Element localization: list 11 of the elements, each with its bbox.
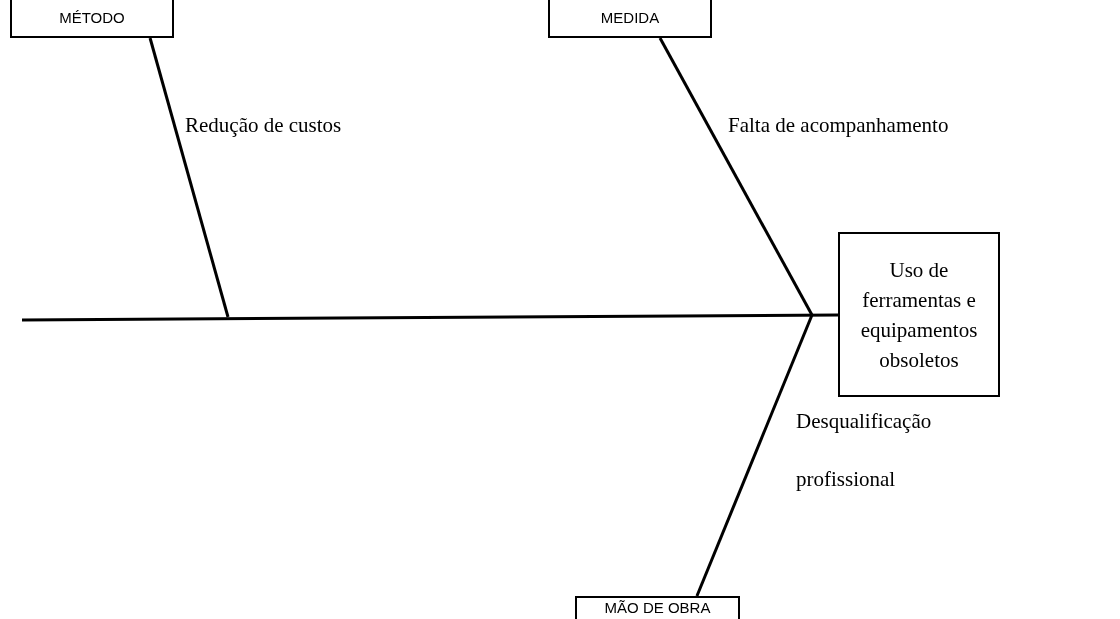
branch-line <box>695 314 814 597</box>
edge-label: Falta de acompanhamento <box>728 112 950 139</box>
category-box: MÉTODO <box>10 0 174 38</box>
category-box: MEDIDA <box>548 0 712 38</box>
edge-label: Redução de custos <box>185 112 343 139</box>
branch-line <box>148 37 230 318</box>
category-box: MÃO DE OBRA <box>575 596 740 619</box>
branch-line <box>658 37 814 316</box>
edge-label: Desqualificação profissional <box>796 408 933 493</box>
effect-box: Uso de ferramentas e equipamentos obsoletos <box>838 232 1000 397</box>
branch-line <box>22 313 838 322</box>
